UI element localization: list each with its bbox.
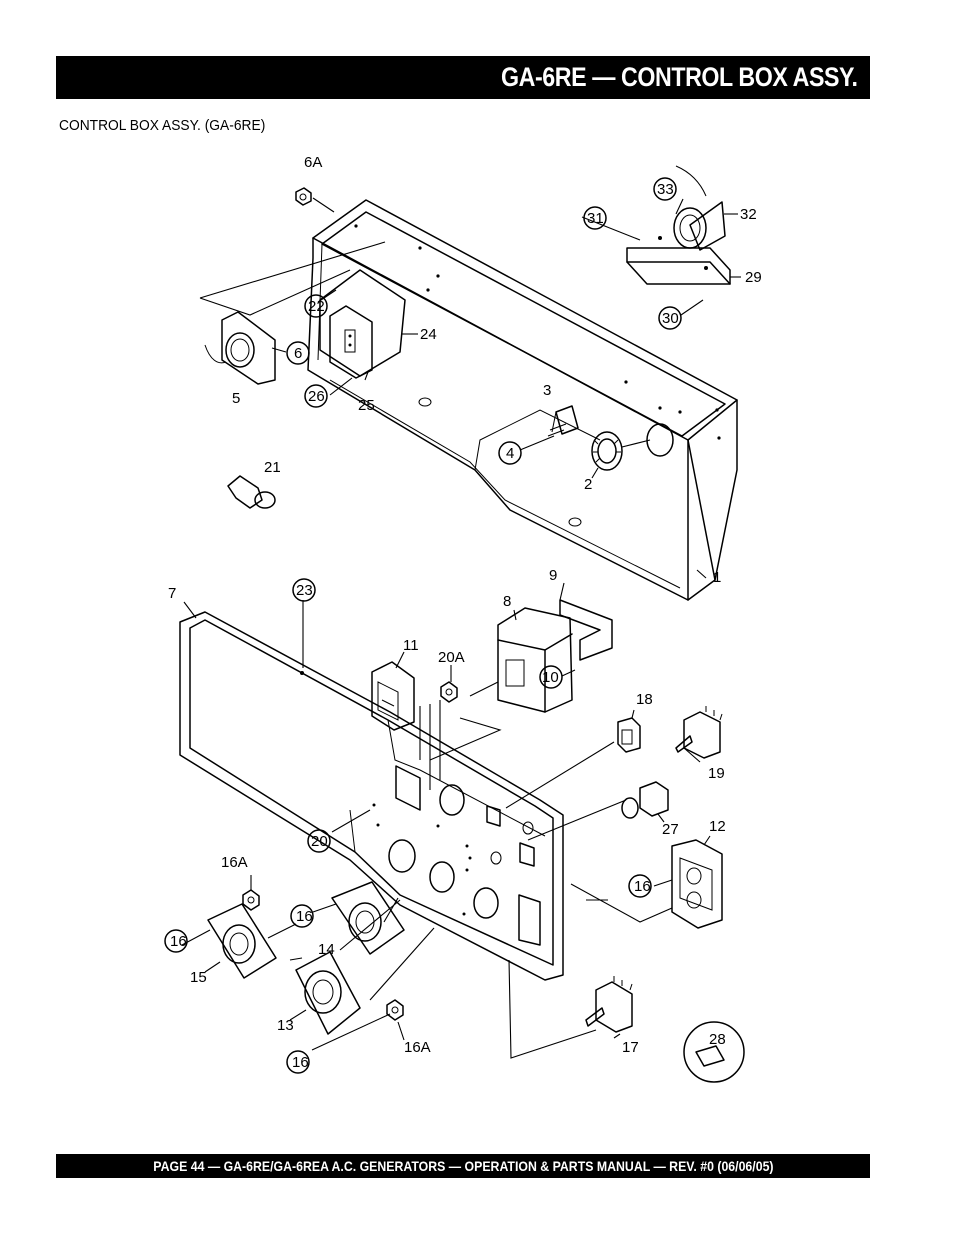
receptacle-part-15 [207,903,277,979]
callout-15: 15 [190,969,207,986]
figure-caption: CONTROL BOX ASSY. (GA-6RE) [59,117,266,134]
terminal-block-part-4 [547,405,579,437]
front-panel-part-7 [179,611,564,981]
grommet-ring-part-2 [591,431,623,471]
callout-14: 14 [318,941,335,958]
callout-33: 33 [657,181,674,198]
callout-26: 26 [308,388,325,405]
callout-12: 12 [709,818,726,835]
fuse-part-28 [683,1021,745,1083]
callout-16-right: 16 [634,878,651,895]
lamp-part-21 [227,475,276,509]
twist-lock-receptacle-part-14 [331,881,405,955]
footer-bar: PAGE 44 — GA-6RE/GA-6REA A.C. GENERATORS… [56,1154,870,1178]
callout-11: 11 [403,637,419,654]
callout-labels: 1 2 3 4 5 6 6A 7 8 9 10 11 12 13 14 15 1… [168,154,762,1071]
toggle-switch-part-19 [675,706,723,759]
callout-2: 2 [584,476,592,493]
callout-32: 32 [740,206,757,223]
page-title-bar: GA-6RE — CONTROL BOX ASSY. [56,56,870,99]
circuit-board-part-24 [319,269,406,379]
nut-part-16a-lower [386,999,404,1021]
pilot-lamp-part-18 [617,717,641,753]
callout-4: 4 [506,445,514,462]
callout-29: 29 [745,269,762,286]
callout-31: 31 [587,210,604,227]
callout-1: 1 [713,569,721,586]
callout-6a: 6A [304,154,322,171]
callout-17: 17 [622,1039,639,1056]
callout-18: 18 [636,691,653,708]
callout-5: 5 [232,390,240,407]
callout-16-bottom: 16 [292,1054,309,1071]
panel-meter-part-11 [371,661,415,731]
nut-part-16a-upper [242,889,260,911]
callout-24: 24 [420,326,437,343]
callout-16a-upper: 16A [221,854,248,871]
callout-20: 20 [311,833,328,850]
circuit-breaker-part-8 [497,599,613,713]
callout-6: 6 [294,345,302,362]
receptacle-part-13 [289,951,361,1035]
push-button-part-27 [621,781,669,819]
toggle-switch-part-17 [585,976,633,1033]
callout-22: 22 [308,298,325,315]
nut-part-6a [295,187,312,206]
callout-16-center: 16 [296,908,313,925]
page-title: GA-6RE — CONTROL BOX ASSY. [501,62,858,92]
callout-3: 3 [543,382,551,399]
callout-25: 25 [358,397,375,414]
callout-28: 28 [709,1031,726,1048]
callout-9: 9 [549,567,557,584]
callout-10: 10 [542,669,559,686]
callout-7: 7 [168,585,176,602]
callout-21: 21 [264,459,281,476]
callout-8: 8 [503,593,511,610]
leader-lines [181,197,741,1059]
duplex-receptacle-part-12 [671,839,723,929]
callout-circles [164,177,682,1074]
callout-30: 30 [662,310,679,327]
solenoid-bracket-assembly [626,165,731,285]
callout-16a-lower: 16A [404,1039,431,1056]
callout-27: 27 [662,821,679,838]
control-box-housing [307,199,738,601]
callout-13: 13 [277,1017,294,1034]
callout-19: 19 [708,765,725,782]
callout-20a: 20A [438,649,465,666]
callout-16-left: 16 [170,933,187,950]
footer-text: PAGE 44 — GA-6RE/GA-6REA A.C. GENERATORS… [152,1158,774,1174]
nut-part-20a [440,681,458,703]
hour-meter-part-5 [204,311,276,385]
callout-23: 23 [296,582,313,599]
